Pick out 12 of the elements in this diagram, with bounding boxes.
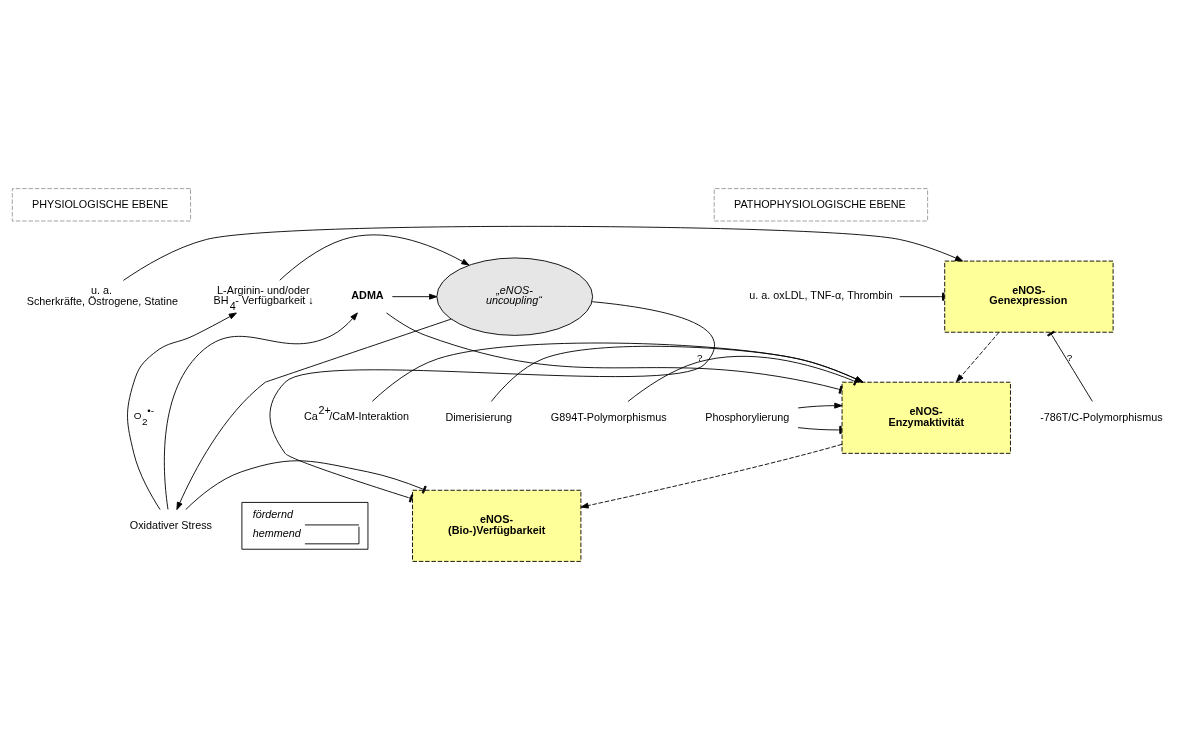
node-text: u. a. oxLDL, TNF-α, Thrombin (749, 288, 893, 301)
edge-label: ? (1066, 351, 1073, 363)
node-text: Oxidativer Stress (129, 518, 212, 531)
legend-label: hemmend (252, 526, 301, 539)
node-text: Phosphorylierung (705, 410, 790, 423)
node-text: G894T-Polymorphismus (550, 410, 667, 423)
node-text: Dimerisierung (445, 410, 513, 423)
edge-label: ? (697, 351, 703, 363)
node-text: u. a. Scherkräfte, Östrogene, Statine (26, 283, 178, 307)
node-text: -786T/C-Polymorphismus (1040, 410, 1163, 423)
node-text: ADMA (351, 288, 384, 301)
legend-label: fördernd (252, 507, 293, 520)
